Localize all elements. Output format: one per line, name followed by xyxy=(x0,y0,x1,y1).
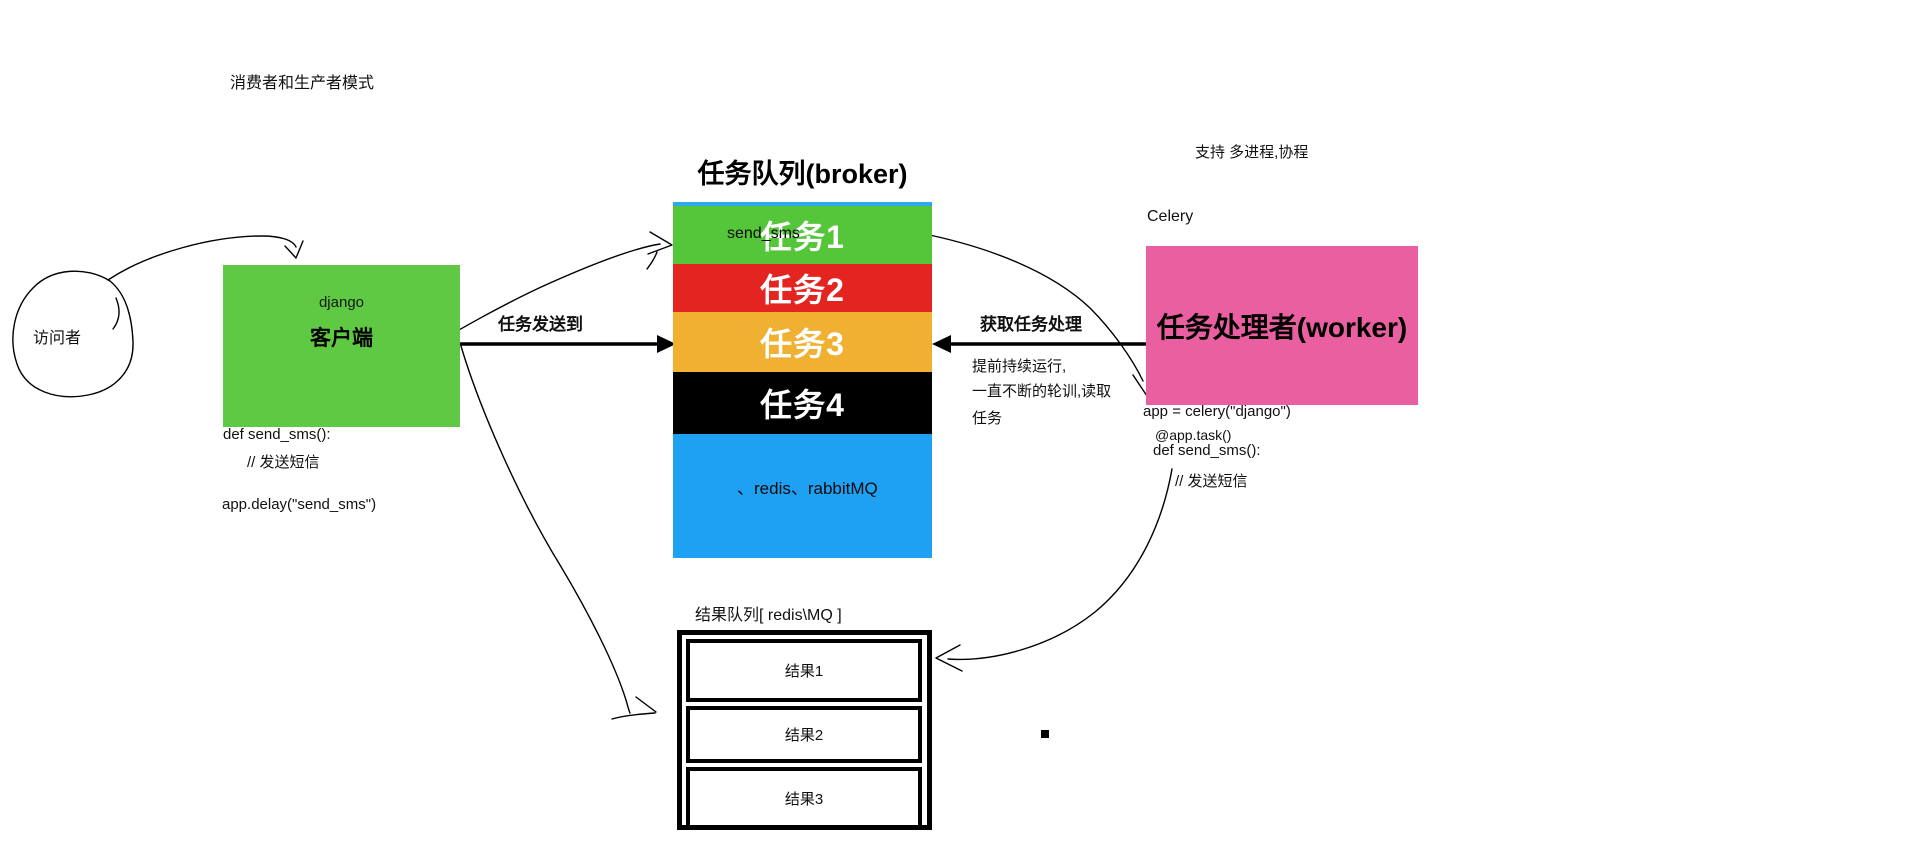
queue-top-strip xyxy=(673,202,932,206)
worker-code-line-2: @app.task() xyxy=(1155,427,1232,443)
result-row-3: 结果3 xyxy=(686,767,922,829)
fetch-note-1: 提前持续运行, xyxy=(972,358,1067,375)
task-row-2: 任务2 xyxy=(673,264,932,312)
client-code-line-2: // 发送短信 xyxy=(247,454,320,471)
worker-to-results-arrowhead xyxy=(935,644,963,672)
worker-engine-label: Celery xyxy=(1147,208,1194,225)
worker-support-label: 支持 多进程,协程 xyxy=(1195,144,1309,161)
worker-code-line-1: app = celery("django") xyxy=(1143,403,1291,420)
results-title: 结果队列[ redis\MQ ] xyxy=(695,607,842,624)
client-box xyxy=(223,265,460,427)
worker-title: 任务处理者(worker) xyxy=(1156,311,1408,343)
fetch-note-3: 任务 xyxy=(972,410,1003,427)
worker-code-line-4: // 发送短信 xyxy=(1175,473,1248,490)
client-code-line-1: def send_sms(): xyxy=(223,426,331,443)
client-stack-label: django xyxy=(318,294,365,311)
fetch-task-label: 获取任务处理 xyxy=(980,315,1082,334)
result-row-2: 结果2 xyxy=(686,706,922,763)
results-box: 结果1 结果2 结果3 xyxy=(677,630,932,830)
stray-dot xyxy=(1041,730,1049,738)
visitor-to-client-arrowhead xyxy=(284,240,304,259)
visitor-circle-tail xyxy=(112,297,120,330)
visitor-label: 访问者 xyxy=(33,330,82,347)
task1-overlay-label: send_sms xyxy=(727,225,800,242)
task-row-3: 任务3 xyxy=(673,312,932,372)
task-row-1: 任务1 xyxy=(673,206,932,264)
client-to-results-arrowhead xyxy=(611,696,657,720)
client-to-broker-arrow-tail xyxy=(646,251,658,270)
result-row-1: 结果1 xyxy=(686,639,922,702)
broker-title: 任务队列(broker) xyxy=(697,159,908,189)
worker-box: 任务处理者(worker) xyxy=(1146,246,1418,405)
client-code-line-3: app.delay("send_sms") xyxy=(222,496,377,513)
worker-code-line-3: def send_sms(): xyxy=(1153,442,1261,459)
queue-storage-row xyxy=(673,434,932,558)
storage-label: 、redis、rabbitMQ xyxy=(737,479,878,498)
page-title: 消费者和生产者模式 xyxy=(230,75,375,92)
task-row-4: 任务4 xyxy=(673,372,932,434)
fetch-task-arrowhead xyxy=(932,335,951,353)
worker-to-results-curve xyxy=(947,468,1173,661)
client-title: 客户端 xyxy=(310,327,373,350)
fetch-note-2: 一直不断的轮训,读取 xyxy=(972,383,1112,400)
client-to-broker-arrowhead xyxy=(647,231,673,255)
client-to-results-curve xyxy=(460,345,631,714)
send-task-label: 任务发送到 xyxy=(498,315,583,334)
task-queue: 任务1 任务2 任务3 任务4 xyxy=(673,202,932,558)
